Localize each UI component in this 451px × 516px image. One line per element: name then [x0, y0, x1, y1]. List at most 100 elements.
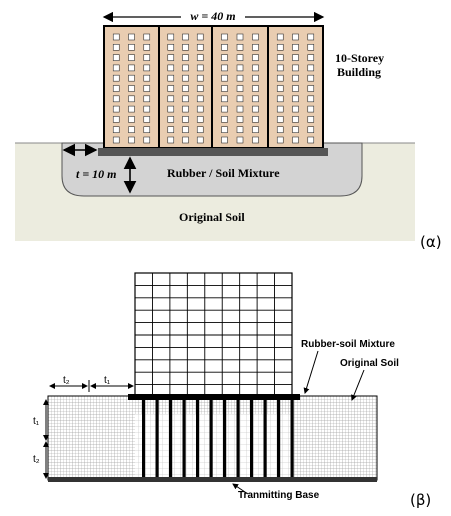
rubber-soil-pit: [61, 142, 363, 197]
mixture-label: Rubber / Soil Mixture: [167, 166, 280, 180]
window: [112, 33, 120, 41]
window: [167, 33, 175, 41]
window: [292, 126, 299, 133]
window: [112, 74, 120, 82]
window: [292, 64, 299, 72]
t1-vertical-label: t₁: [33, 416, 40, 427]
window: [276, 136, 284, 144]
window: [196, 85, 204, 92]
mixture-mesh-left: [48, 396, 135, 480]
window: [143, 126, 151, 133]
window: [292, 54, 299, 61]
width-label-bg: [181, 8, 245, 24]
window: [292, 43, 299, 51]
t2-vertical-label: t₂: [33, 454, 40, 465]
mixture-callout-leader: [303, 350, 319, 394]
foundation-beam: [128, 394, 300, 400]
window: [221, 64, 228, 72]
window: [292, 33, 299, 41]
window: [128, 136, 135, 144]
window: [221, 116, 228, 123]
window: [292, 85, 299, 92]
window: [182, 85, 189, 92]
building-label-line1: 10-Storey: [335, 51, 384, 65]
t1-horizontal-label: t₁: [104, 375, 111, 386]
window: [276, 33, 284, 41]
window: [252, 126, 259, 133]
pile: [196, 400, 200, 477]
window: [236, 74, 244, 82]
pile: [142, 400, 146, 477]
window: [196, 136, 204, 144]
window: [112, 64, 120, 72]
window: [307, 74, 315, 82]
base-callout-leader: [232, 483, 249, 495]
window: [167, 95, 175, 103]
soil-callout-label: Original Soil: [340, 358, 399, 369]
frame-grid: [135, 273, 292, 397]
window: [112, 54, 120, 61]
window: [276, 85, 284, 92]
window: [307, 64, 315, 72]
window: [276, 116, 284, 123]
pile: [250, 400, 254, 477]
window: [307, 136, 315, 144]
window: [252, 33, 259, 41]
window: [292, 95, 299, 103]
window: [112, 95, 120, 103]
building-frame: [134, 272, 293, 398]
pile: [209, 400, 213, 477]
panel-b-tag: (β): [410, 491, 431, 509]
window: [182, 116, 189, 123]
window: [112, 126, 120, 133]
pile: [236, 400, 240, 477]
window: [167, 126, 175, 133]
window: [252, 43, 259, 51]
pile: [155, 400, 159, 477]
window: [221, 43, 228, 51]
window: [252, 95, 259, 103]
window: [236, 33, 244, 41]
window: [236, 64, 244, 72]
pile: [182, 400, 186, 477]
window: [307, 54, 315, 61]
window: [182, 54, 189, 61]
window: [167, 116, 175, 123]
window: [236, 54, 244, 61]
foundation-slab: [98, 148, 328, 156]
window: [276, 126, 284, 133]
window: [196, 126, 204, 133]
window: [143, 43, 151, 51]
window: [307, 85, 315, 92]
window: [182, 64, 189, 72]
window: [276, 64, 284, 72]
window: [128, 116, 135, 123]
window: [196, 43, 204, 51]
window: [292, 74, 299, 82]
window: [112, 43, 120, 51]
window: [276, 74, 284, 82]
panel-b: t₂ t₁ t₁ t₂ Rubber-soil Mixture Original…: [33, 272, 431, 509]
window: [292, 116, 299, 123]
window: [143, 85, 151, 92]
window: [128, 64, 135, 72]
window: [236, 136, 244, 144]
window: [128, 43, 135, 51]
window: [252, 85, 259, 92]
window: [196, 54, 204, 61]
piles: [142, 400, 294, 477]
window: [221, 105, 228, 113]
window: [252, 54, 259, 61]
window: [143, 95, 151, 103]
window: [307, 105, 315, 113]
t2-horizontal-label: t₂: [63, 375, 70, 386]
window: [236, 126, 244, 133]
pile: [169, 400, 173, 477]
window: [128, 126, 135, 133]
window: [196, 116, 204, 123]
pile: [223, 400, 227, 477]
window: [221, 136, 228, 144]
window: [128, 95, 135, 103]
window: [276, 54, 284, 61]
